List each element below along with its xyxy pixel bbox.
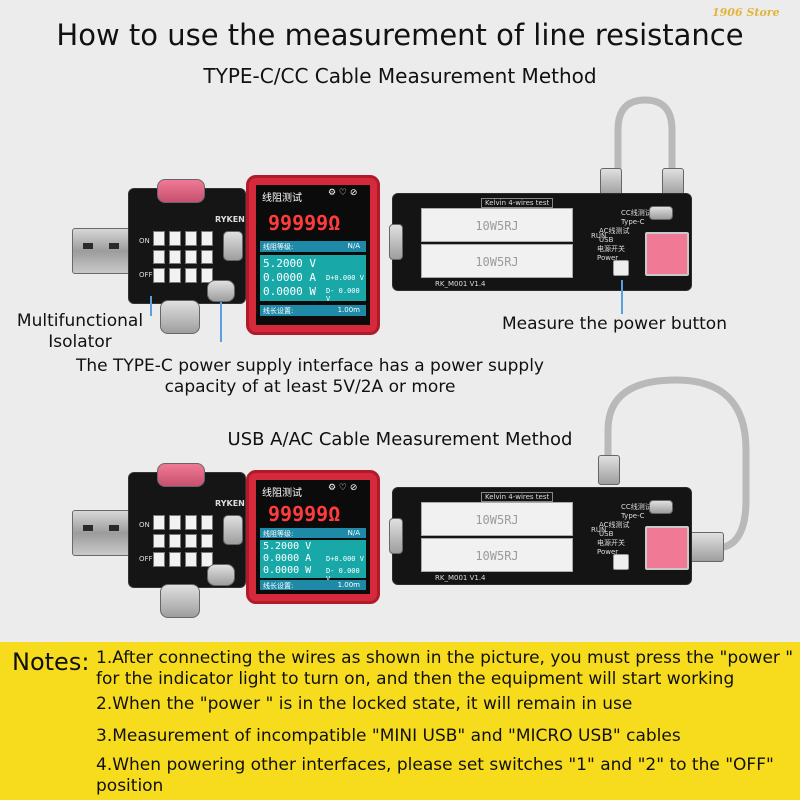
voltage-reading: 5.2000 V: [263, 257, 316, 270]
screen-grade-bar: 线阻等级: N/A: [260, 528, 366, 538]
store-watermark: 1906 Store: [712, 6, 780, 19]
isolator-top-port: [157, 463, 205, 487]
cc-typec-port: [649, 500, 673, 514]
isolator-side-port: [223, 515, 243, 545]
power-button-callout: Measure the power button: [502, 314, 727, 334]
model-label: RK_M001 V1.4: [435, 574, 486, 582]
screen-resistance: 99999Ω: [268, 502, 341, 526]
isolator-on-label: ON: [139, 237, 150, 245]
note-item-3: 3.Measurement of incompatible "MINI USB"…: [96, 726, 681, 746]
length-value: 1.00m: [337, 306, 360, 314]
resistor-bottom: 10W5RJ: [421, 244, 573, 278]
cc-label: CC线测试 Type-C: [621, 503, 652, 520]
cc-typec-port: [649, 206, 673, 220]
kelvin-board: Kelvin 4-wires test 10W5RJ 10W5RJ RK_M00…: [389, 193, 692, 291]
isolator-callout: Multifunctional Isolator: [16, 311, 144, 352]
power-button[interactable]: [613, 260, 629, 276]
cc-label: CC线测试 Type-C: [621, 209, 652, 226]
screen-readings: 5.2000 V 0.0000 A 0.0000 W D+0.000 V D- …: [260, 540, 366, 583]
grade-value: N/A: [347, 529, 360, 537]
page-title: How to use the measurement of line resis…: [56, 18, 744, 52]
notes-label: Notes:: [12, 648, 90, 676]
power-button[interactable]: [613, 554, 629, 570]
isolator-off-label: OFF: [139, 555, 153, 563]
typec-power-port: [207, 564, 235, 586]
isolator-on-label: ON: [139, 521, 150, 529]
ac-label: AC线测试 USB: [599, 521, 630, 538]
screen-grade-bar: 线阻等级: N/A: [260, 241, 366, 252]
screen-length-bar: 线长设置: 1.00m: [260, 305, 366, 316]
isolator-board: ON OFF RYKEN: [128, 179, 246, 304]
cable-loop-icon: [604, 376, 750, 552]
power-reading: 0.0000 W: [263, 565, 312, 576]
board-input-port: [389, 518, 403, 554]
model-label: RK_M001 V1.4: [435, 280, 486, 288]
meter-device: 线阻测试 ⚙ ♡ ⊘ 99999Ω 线阻等级: N/A 5.2000 V 0.0…: [246, 175, 380, 335]
grade-value: N/A: [347, 242, 360, 250]
length-label: 线长设置:: [263, 582, 294, 590]
board-input-port: [389, 224, 403, 260]
assembly-usba: ON OFF RYKEN 线阻测试 ⚙ ♡ ⊘ 99999Ω 线阻等级: N/A…: [72, 376, 750, 618]
board-title: Kelvin 4-wires test: [481, 492, 554, 502]
cable-plug-usb: [690, 532, 724, 562]
screen-length-bar: 线长设置: 1.00m: [260, 580, 366, 590]
current-reading: 0.0000 A: [263, 271, 316, 284]
dminus-reading: D- 0.000 V: [326, 287, 360, 303]
screen-title: 线阻测试: [262, 193, 302, 204]
resistor-top: 10W5RJ: [421, 208, 573, 242]
length-value: 1.00m: [337, 581, 360, 589]
brand-label: RYKEN: [215, 499, 245, 508]
power-label: 电源开关 Power: [597, 245, 625, 262]
note-item-1: 1.After connecting the wires as shown in…: [96, 648, 794, 689]
run-label: RUN: [591, 526, 607, 534]
resistor-top: 10W5RJ: [421, 502, 573, 536]
screen-status-icons: ⚙ ♡ ⊘: [328, 188, 358, 198]
dminus-reading: D- 0.000 V: [326, 567, 360, 583]
isolator-switches[interactable]: [153, 515, 213, 567]
screen-readings: 5.2000 V 0.0000 A 0.0000 W D+0.000 V D- …: [260, 255, 366, 303]
board-title: Kelvin 4-wires test: [481, 198, 554, 208]
cable-plug-top: [598, 455, 620, 485]
isolator-side-port: [223, 231, 243, 261]
typec-supply-callout: The TYPE-C power supply interface has a …: [76, 356, 544, 397]
current-reading: 0.0000 A: [263, 553, 312, 564]
notes-panel: [0, 642, 800, 800]
usb-a-port: [645, 232, 689, 276]
section1-title: TYPE-C/CC Cable Measurement Method: [203, 64, 597, 88]
note-item-2: 2.When the "power " is in the locked sta…: [96, 694, 633, 714]
screen-resistance: 99999Ω: [268, 211, 341, 235]
dplus-reading: D+0.000 V: [326, 555, 364, 563]
brand-label: RYKEN: [215, 215, 245, 224]
assembly-typec: ON OFF RYKEN 线阻测试 ⚙ ♡ ⊘ 99999Ω 线阻等级: N/A…: [72, 96, 692, 342]
usb-a-port: [645, 526, 689, 570]
isolator-off-label: OFF: [139, 271, 153, 279]
grade-label: 线阻等级:: [263, 243, 294, 251]
run-label: RUN: [591, 232, 607, 240]
resistor-bottom: 10W5RJ: [421, 538, 573, 572]
meter-screen: 线阻测试 ⚙ ♡ ⊘ 99999Ω 线阻等级: N/A 5.2000 V 0.0…: [256, 480, 370, 594]
dplus-reading: D+0.000 V: [326, 274, 364, 282]
screen-status-icons: ⚙ ♡ ⊘: [328, 483, 358, 493]
kelvin-board: Kelvin 4-wires test 10W5RJ 10W5RJ RK_M00…: [389, 487, 692, 585]
meter-screen: 线阻测试 ⚙ ♡ ⊘ 99999Ω 线阻等级: N/A 5.2000 V 0.0…: [256, 185, 370, 325]
screen-title: 线阻测试: [262, 488, 302, 499]
isolator-switches[interactable]: [153, 231, 213, 283]
ac-label: AC线测试 USB: [599, 227, 630, 244]
meter-device: 线阻测试 ⚙ ♡ ⊘ 99999Ω 线阻等级: N/A 5.2000 V 0.0…: [246, 470, 380, 604]
section2-title: USB A/AC Cable Measurement Method: [227, 429, 573, 450]
isolator-top-port: [157, 179, 205, 203]
typec-input-port: [160, 300, 200, 334]
typec-input-port: [160, 584, 200, 618]
length-label: 线长设置:: [263, 307, 294, 315]
cable-loop-icon: [614, 96, 676, 184]
grade-label: 线阻等级:: [263, 530, 294, 538]
note-item-4: 4.When powering other interfaces, please…: [96, 755, 774, 796]
typec-power-port: [207, 280, 235, 302]
power-reading: 0.0000 W: [263, 285, 316, 298]
power-label: 电源开关 Power: [597, 539, 625, 556]
voltage-reading: 5.2000 V: [263, 541, 312, 552]
